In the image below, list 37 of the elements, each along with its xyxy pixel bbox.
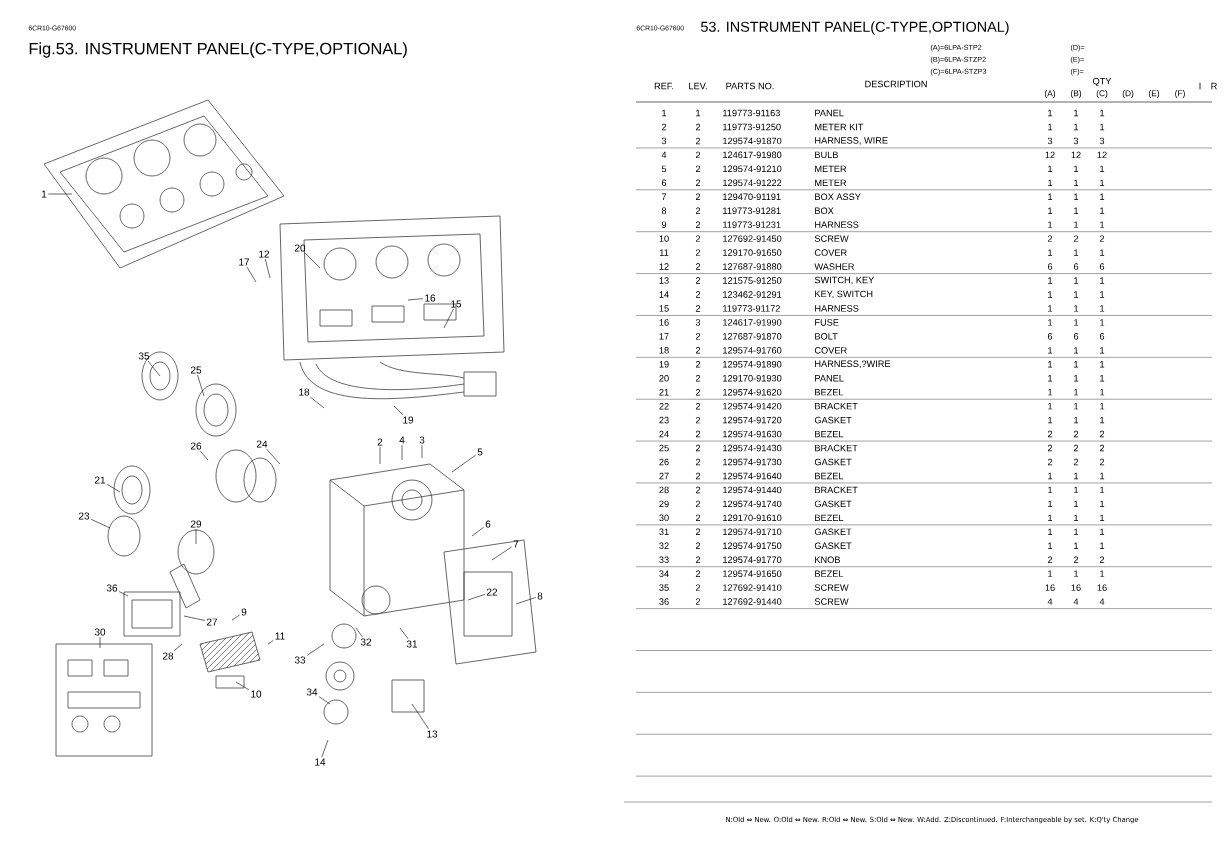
- leader-line: [106, 484, 121, 493]
- leader-line: [264, 258, 271, 279]
- leader-line: [231, 614, 240, 621]
- leader-line: [306, 643, 325, 656]
- leader-line: [310, 396, 325, 409]
- leader-line: [401, 444, 403, 461]
- leader-line: [355, 627, 363, 638]
- leader-line: [197, 374, 205, 397]
- leader-line: [90, 519, 111, 529]
- leader-line: [491, 546, 512, 561]
- leader-line: [421, 444, 423, 459]
- leader-line: [246, 266, 257, 283]
- leader-line: [411, 703, 429, 730]
- leader-line: [515, 597, 536, 605]
- leader-line: [304, 252, 321, 269]
- leader-line: [200, 450, 209, 461]
- leader-line: [379, 446, 381, 465]
- leader-line: [266, 448, 281, 465]
- leader-line: [118, 591, 129, 597]
- leader-line: [147, 360, 161, 377]
- leader-line: [451, 454, 476, 473]
- leader-line: [443, 308, 454, 329]
- leader-line: [267, 640, 274, 645]
- leader-line: [235, 681, 250, 690]
- leader-line: [99, 636, 101, 649]
- leader-line: [407, 298, 424, 301]
- leader-line: [399, 627, 409, 640]
- leader-line: [48, 193, 73, 195]
- leader-line: [393, 405, 404, 416]
- leader-line: [195, 528, 197, 545]
- leader-line: [321, 739, 329, 758]
- leader-line: [183, 615, 206, 621]
- leader-line: [467, 594, 486, 601]
- figure-title: Fig.53. INSTRUMENT PANEL(C-TYPE,OPTIONAL): [29, 42, 407, 58]
- leader-line: [471, 527, 484, 537]
- leader-line: [173, 643, 183, 652]
- leader-line: [318, 696, 331, 705]
